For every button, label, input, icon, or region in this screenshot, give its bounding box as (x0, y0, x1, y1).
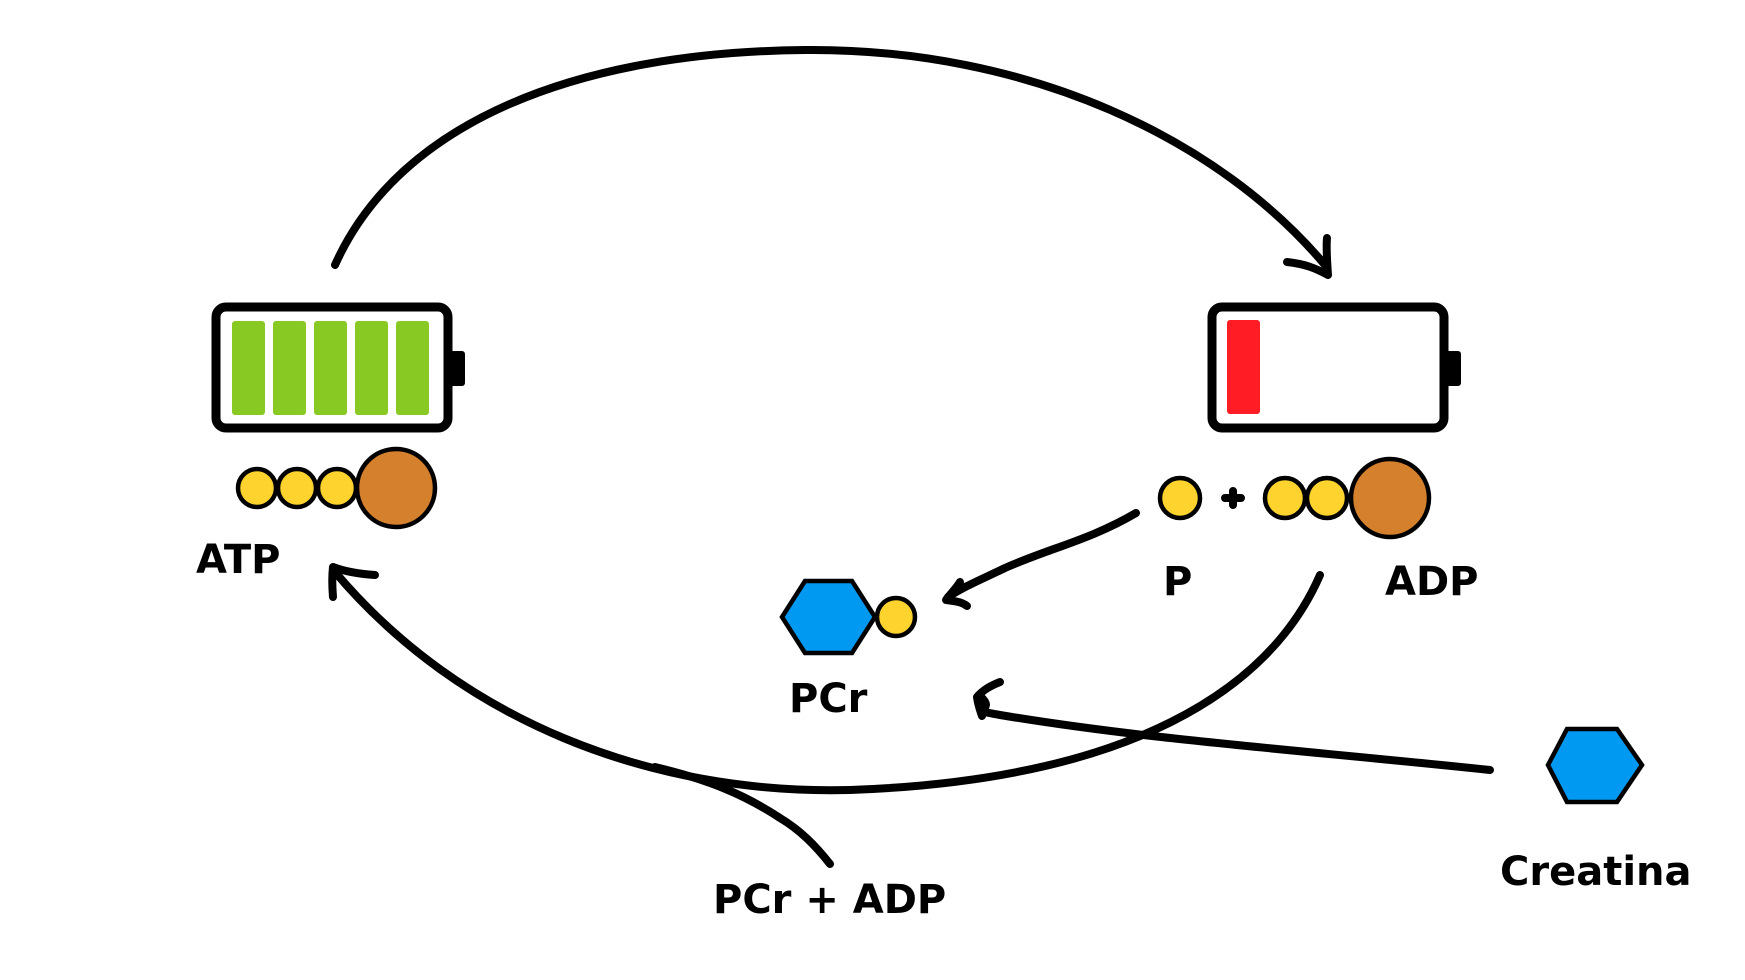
plus-sign-icon (1221, 487, 1245, 509)
phosphate-icon (315, 466, 359, 510)
charge-bar (1227, 320, 1260, 414)
arrow-atp-to-adp (331, 45, 1329, 269)
phosphate-icon (235, 466, 279, 510)
adenosine-icon (1348, 456, 1432, 540)
arrow-p-to-pcr (944, 509, 1140, 601)
adp-molecule-icon (1262, 456, 1432, 540)
adp-battery-icon (1207, 302, 1461, 433)
pcr-label: PCr (789, 676, 868, 722)
creatina-label: Creatina (1500, 849, 1692, 895)
phosphate-icon (874, 595, 918, 639)
charge-bar (314, 321, 347, 415)
adenosine-icon (354, 446, 438, 530)
phosphate-icon (1262, 475, 1308, 521)
atp-battery-icon (211, 302, 465, 433)
charge-bar (273, 321, 306, 415)
arrow-pcr-adp-to-cycle (651, 763, 834, 868)
creatina-molecule-icon (1545, 726, 1645, 805)
charge-bar (396, 321, 429, 415)
pcr-molecule-icon (779, 578, 918, 656)
pcr-adp-label: PCr + ADP (713, 877, 946, 923)
phosphate-icon (1304, 475, 1350, 521)
arrowhead-to-atp (328, 563, 379, 601)
arrowhead-p-to-pcr (942, 578, 971, 610)
arrowhead-creatina-to-pcr (973, 678, 1004, 720)
arrow-adp-to-cycle (331, 568, 1324, 795)
charge-bar (232, 321, 265, 415)
adp-label: ADP (1385, 559, 1478, 605)
free-phosphate-icon (1157, 475, 1203, 521)
arrowhead-atp-to-adp (1283, 234, 1332, 279)
arrow-creatina-to-pcr (976, 692, 1494, 774)
atp-molecule-icon (235, 446, 438, 530)
phosphate-icon (275, 466, 319, 510)
creatine-hexagon-icon (779, 578, 878, 656)
charge-bar (355, 321, 388, 415)
atp-label: ATP (196, 537, 280, 583)
p-label: P (1163, 559, 1192, 605)
battery-charge-bars (232, 321, 429, 415)
creatine-hexagon-icon (1545, 726, 1645, 805)
